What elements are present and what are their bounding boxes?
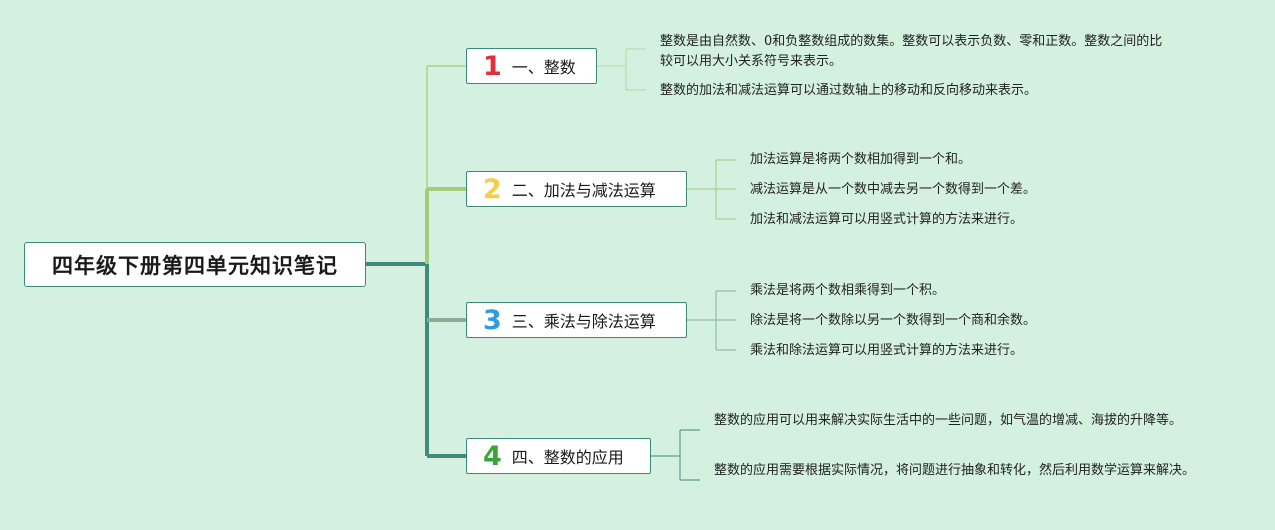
leaf-2-3[interactable]: 加法和减法运算可以用竖式计算的方法来进行。 [750, 212, 1024, 227]
leaf-3-2[interactable]: 除法是将一个数除以另一个数得到一个商和余数。 [750, 313, 1037, 328]
leaf-2-2[interactable]: 减法运算是从一个数中减去另一个数得到一个差。 [750, 182, 1037, 197]
leaf-4-2[interactable]: 整数的应用需要根据实际情况，将问题进行抽象和转化，然后利用数学运算来解决。 [714, 463, 1196, 478]
branch-topic-1[interactable]: 1 一、整数 [466, 48, 597, 84]
branch-label-3: 三、乘法与除法运算 [511, 312, 656, 331]
branch-label-2: 二、加法与减法运算 [511, 181, 656, 200]
branch-label-4: 四、整数的应用 [511, 448, 624, 467]
number-badge-1: 1 [483, 50, 502, 82]
leaf-1-1[interactable]: 整数是由自然数、0和负整数组成的数集。整数可以表示负数、零和正数。整数之间的比较… [660, 34, 1163, 69]
branch-topic-4[interactable]: 4 四、整数的应用 [466, 438, 651, 474]
leaf-3-3[interactable]: 乘法和除法运算可以用竖式计算的方法来进行。 [750, 343, 1024, 358]
number-badge-3: 3 [483, 304, 502, 336]
leaf-1-2[interactable]: 整数的加法和减法运算可以通过数轴上的移动和反向移动来表示。 [660, 83, 1038, 98]
root-topic[interactable]: 四年级下册第四单元知识笔记 [24, 242, 366, 287]
branch-topic-2[interactable]: 2 二、加法与减法运算 [466, 171, 687, 207]
leaf-2-1[interactable]: 加法运算是将两个数相加得到一个和。 [750, 152, 972, 167]
leaf-4-1[interactable]: 整数的应用可以用来解决实际生活中的一些问题，如气温的增减、海拔的升降等。 [714, 413, 1183, 428]
leaf-3-1[interactable]: 乘法是将两个数相乘得到一个积。 [750, 283, 946, 298]
branch-topic-3[interactable]: 3 三、乘法与除法运算 [466, 302, 687, 338]
number-badge-4: 4 [483, 440, 502, 472]
branch-label-1: 一、整数 [511, 58, 576, 77]
number-badge-2: 2 [483, 173, 502, 205]
